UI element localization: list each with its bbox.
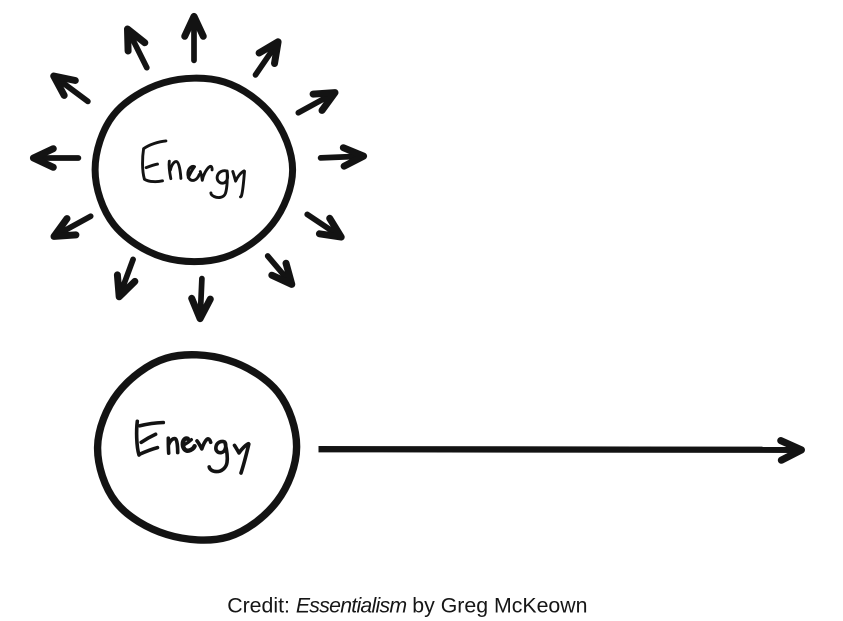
- svg-text:Credit: Essentialism by Greg M: Credit: Essentialism by Greg McKeown: [227, 593, 587, 617]
